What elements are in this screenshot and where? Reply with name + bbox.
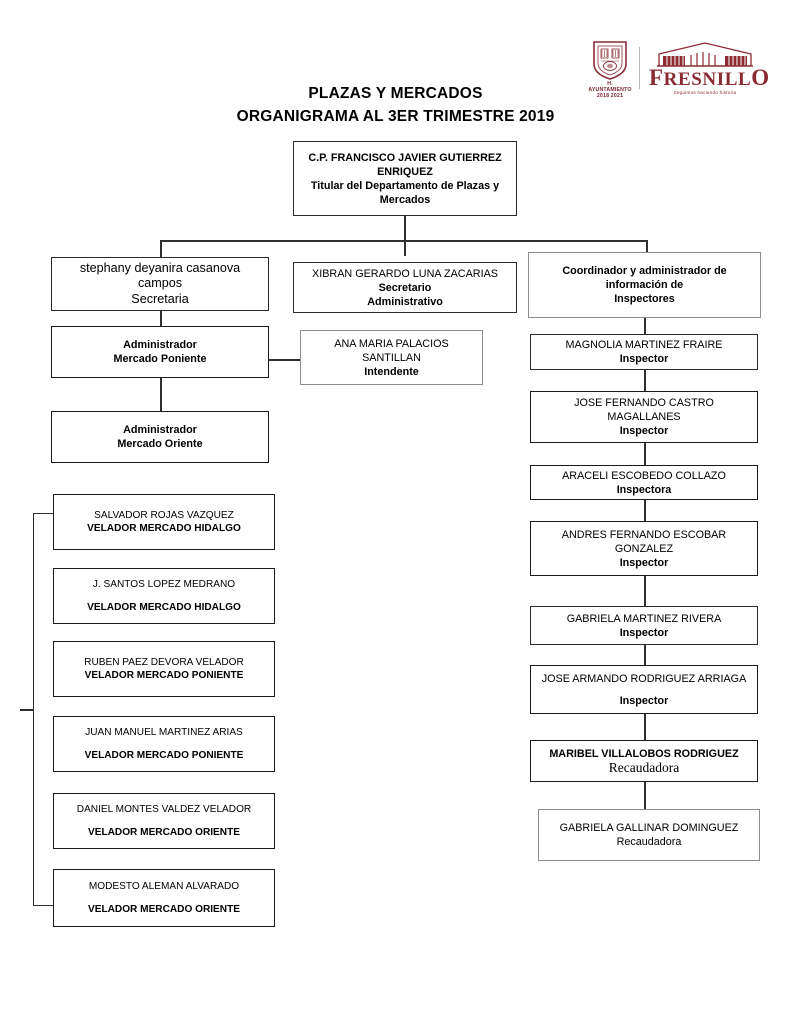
node-name-line-1: stephany deyanira casanova <box>79 260 241 275</box>
node-name: MAGNOLIA MARTINEZ FRAIRE <box>565 339 723 351</box>
node-velador-5[interactable]: DANIEL MONTES VALDEZ VELADOR VELADOR MER… <box>53 793 275 849</box>
node-role: Recaudadora <box>616 836 682 848</box>
node-name: XIBRAN GERARDO LUNA ZACARIAS <box>312 267 498 280</box>
node-secretario-administrativo[interactable]: XIBRAN GERARDO LUNA ZACARIAS Secretario … <box>293 262 517 313</box>
connector-secretaria-to-poniente <box>160 311 162 326</box>
node-role: VELADOR MERCADO PONIENTE <box>84 670 244 681</box>
node-velador-4[interactable]: JUAN MANUEL MARTINEZ ARIAS VELADOR MERCA… <box>53 716 275 772</box>
connector-poniente-to-oriente <box>160 378 162 411</box>
connector-insp3-to-insp4 <box>644 500 646 521</box>
connector-to-coordinador <box>646 240 648 252</box>
coat-of-arms-icon: H. AYUNTAMIENTO 2018 2021 <box>588 40 632 99</box>
node-inspector-2[interactable]: JOSE FERNANDO CASTRO MAGALLANES Inspecto… <box>530 391 758 443</box>
node-role: Recaudadora <box>608 760 680 775</box>
node-name: J. SANTOS LOPEZ MEDRANO <box>92 579 236 591</box>
node-name-line-2: MAGALLANES <box>607 411 681 423</box>
connector-to-secretaria <box>160 240 162 257</box>
node-role: Inspector <box>619 694 669 707</box>
connector-insp6-to-recaudadora1 <box>644 714 646 740</box>
node-name: DANIEL MONTES VALDEZ VELADOR <box>76 804 252 816</box>
node-name-line-1: JOSE FERNANDO CASTRO <box>574 397 714 409</box>
node-name: RUBEN PAEZ DEVORA VELADOR <box>84 656 244 668</box>
connector-level2-bus <box>160 240 648 242</box>
node-role: VELADOR MERCADO HIDALGO <box>87 601 241 613</box>
node-name: SALVADOR ROJAS VAZQUEZ <box>94 509 234 521</box>
institutional-logo: H. AYUNTAMIENTO 2018 2021 <box>588 38 770 99</box>
connector-poniente-to-intendente <box>269 359 300 361</box>
node-name-line-2: información de <box>605 279 684 291</box>
node-coordinador-inspectores[interactable]: Coordinador y administrador de informaci… <box>528 252 761 318</box>
crest-caption: H. AYUNTAMIENTO 2018 2021 <box>588 81 632 99</box>
fresnillo-tagline: Seguimos haciendo historia <box>673 89 737 95</box>
node-intendente[interactable]: ANA MARIA PALACIOS SANTILLAN Intendente <box>300 330 483 385</box>
node-role: Inspector <box>619 353 669 365</box>
node-name-line-1: ANA MARIA PALACIOS <box>334 337 449 350</box>
connector-insp4-to-insp5 <box>644 576 646 606</box>
node-line-1: Administrador <box>123 339 197 351</box>
node-velador-3[interactable]: RUBEN PAEZ DEVORA VELADOR VELADOR MERCAD… <box>53 641 275 697</box>
node-name-line-2: SANTILLAN <box>362 351 421 364</box>
node-inspector-6[interactable]: JOSE ARMANDO RODRIGUEZ ARRIAGA Inspector <box>530 665 758 714</box>
fresnillo-name: FRESNILLO <box>649 64 770 90</box>
node-inspector-1[interactable]: MAGNOLIA MARTINEZ FRAIRE Inspector <box>530 334 758 370</box>
node-velador-6[interactable]: MODESTO ALEMAN ALVARADO VELADOR MERCADO … <box>53 869 275 927</box>
node-velador-1[interactable]: SALVADOR ROJAS VAZQUEZ VELADOR MERCADO H… <box>53 494 275 550</box>
node-inspector-5[interactable]: GABRIELA MARTINEZ RIVERA Inspector <box>530 606 758 645</box>
node-name-line-2: ENRIQUEZ <box>377 165 433 178</box>
node-name-line-1: Coordinador y administrador de <box>562 265 727 277</box>
node-velador-2[interactable]: J. SANTOS LOPEZ MEDRANO VELADOR MERCADO … <box>53 568 275 624</box>
node-recaudadora-1[interactable]: MARIBEL VILLALOBOS RODRIGUEZ Recaudadora <box>530 740 758 782</box>
node-secretaria[interactable]: stephany deyanira casanova campos Secret… <box>51 257 269 311</box>
node-role: Inspector <box>619 626 669 639</box>
node-name-line-1: C.P. FRANCISCO JAVIER GUTIERREZ <box>308 151 502 164</box>
node-name: JOSE ARMANDO RODRIGUEZ ARRIAGA <box>541 672 747 685</box>
node-role: Inspector <box>619 556 669 569</box>
connector-coordinador-to-insp1 <box>644 318 646 334</box>
node-role: VELADOR MERCADO HIDALGO <box>87 523 241 534</box>
connector-insp1-to-insp2 <box>644 370 646 391</box>
node-role-line-2: Administrativo <box>367 295 443 308</box>
node-administrador-mercado-poniente[interactable]: Administrador Mercado Poniente <box>51 326 269 378</box>
node-name: GABRIELA MARTINEZ RIVERA <box>566 612 722 625</box>
node-role: Intendente <box>364 365 419 378</box>
node-role: Inspectora <box>616 483 672 496</box>
logo-divider <box>639 47 640 89</box>
node-role: VELADOR MERCADO ORIENTE <box>88 826 240 838</box>
node-role-line-1: Titular del Departamento de Plazas y <box>310 179 500 192</box>
connector-recaudadora1-to-recaudadora2 <box>644 782 646 809</box>
node-role: Secretaria <box>131 291 189 306</box>
title-line-2: ORGANIGRAMA AL 3ER TRIMESTRE 2019 <box>236 108 555 125</box>
title-line-1: PLAZAS Y MERCADOS <box>308 85 483 102</box>
velador-bracket-stub <box>20 709 34 711</box>
node-administrador-mercado-oriente[interactable]: Administrador Mercado Oriente <box>51 411 269 463</box>
node-name-line-3: Inspectores <box>614 293 675 305</box>
node-name: ARACELI ESCOBEDO COLLAZO <box>562 469 726 482</box>
connector-insp2-to-insp3 <box>644 443 646 465</box>
node-titular-departamento[interactable]: C.P. FRANCISCO JAVIER GUTIERREZ ENRIQUEZ… <box>293 141 517 216</box>
velador-group-bracket <box>33 513 53 906</box>
connector-root-down <box>404 216 406 256</box>
node-name-line-2: campos <box>137 276 183 291</box>
fresnillo-wordmark: FRESNILLO Seguimos haciendo historia <box>649 41 770 96</box>
connector-insp5-to-insp6 <box>644 645 646 665</box>
node-role: VELADOR MERCADO ORIENTE <box>88 903 240 915</box>
node-line-1: Administrador <box>123 424 197 436</box>
node-role: Inspector <box>619 425 669 437</box>
node-role-line-2: Mercados <box>379 193 431 206</box>
node-line-2: Mercado Oriente <box>117 438 203 450</box>
node-inspector-3[interactable]: ARACELI ESCOBEDO COLLAZO Inspectora <box>530 465 758 500</box>
page-title: PLAZAS Y MERCADOS ORGANIGRAMA AL 3ER TRI… <box>0 82 791 128</box>
node-name: MARIBEL VILLALOBOS RODRIGUEZ <box>549 748 739 760</box>
node-recaudadora-2[interactable]: GABRIELA GALLINAR DOMINGUEZ Recaudadora <box>538 809 760 861</box>
node-name-line-1: ANDRES FERNANDO ESCOBAR <box>561 528 727 541</box>
node-line-2: Mercado Poniente <box>113 353 207 365</box>
node-name: GABRIELA GALLINAR DOMINGUEZ <box>559 822 739 834</box>
node-name: MODESTO ALEMAN ALVARADO <box>88 881 240 893</box>
node-name: JUAN MANUEL MARTINEZ ARIAS <box>85 727 243 739</box>
node-name-line-2: GONZALEZ <box>614 542 674 555</box>
node-inspector-4[interactable]: ANDRES FERNANDO ESCOBAR GONZALEZ Inspect… <box>530 521 758 576</box>
node-role: VELADOR MERCADO PONIENTE <box>84 749 244 761</box>
node-role-line-1: Secretario <box>378 281 432 294</box>
